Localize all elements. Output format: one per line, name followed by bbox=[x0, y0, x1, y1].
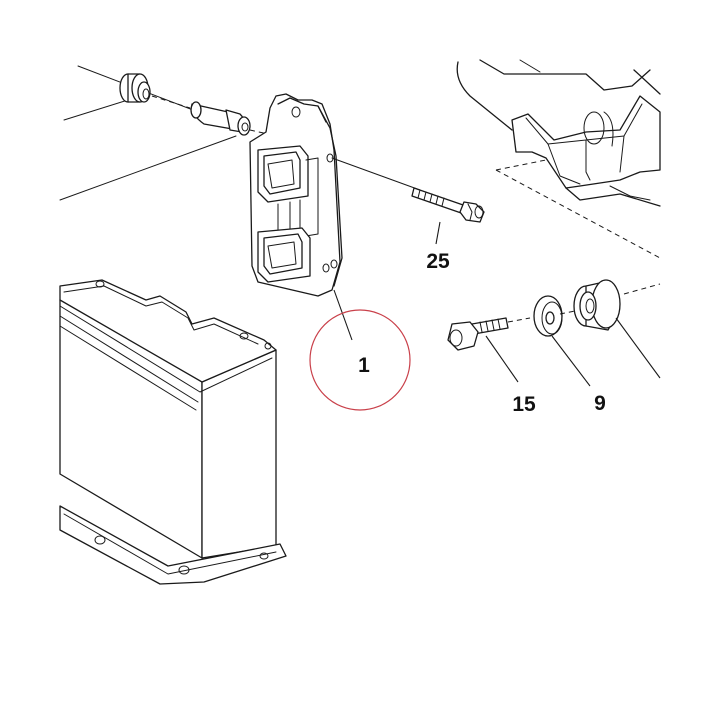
callout-leaders bbox=[333, 221, 661, 387]
rubber-mount-right bbox=[573, 279, 621, 331]
bolt-part-15 bbox=[447, 317, 509, 351]
axis-line-grommet bbox=[151, 95, 191, 109]
control-unit-housing bbox=[59, 279, 287, 585]
axis-line-washer bbox=[559, 309, 581, 315]
control-unit-body bbox=[249, 93, 343, 297]
bolt-part-25 bbox=[411, 187, 485, 223]
highlight-circle bbox=[309, 309, 411, 411]
callout-label-25: 25 bbox=[426, 250, 450, 273]
axis-line-bolt-15 bbox=[507, 317, 531, 323]
callout-label-1: 1 bbox=[358, 354, 370, 377]
axis-line-sleeve bbox=[249, 129, 269, 135]
background-panel-left bbox=[59, 65, 241, 201]
spacer-sleeve bbox=[190, 101, 251, 136]
callout-label-15: 15 bbox=[512, 393, 536, 416]
axis-line-mount bbox=[623, 283, 661, 295]
callout-label-9: 9 bbox=[594, 392, 606, 415]
vehicle-structure-upper-right bbox=[456, 59, 661, 207]
axis-line-control-unit bbox=[331, 157, 421, 191]
dashed-outline-right bbox=[495, 159, 661, 259]
grommet-upper-left bbox=[119, 73, 151, 103]
washer-part-9 bbox=[533, 295, 563, 337]
